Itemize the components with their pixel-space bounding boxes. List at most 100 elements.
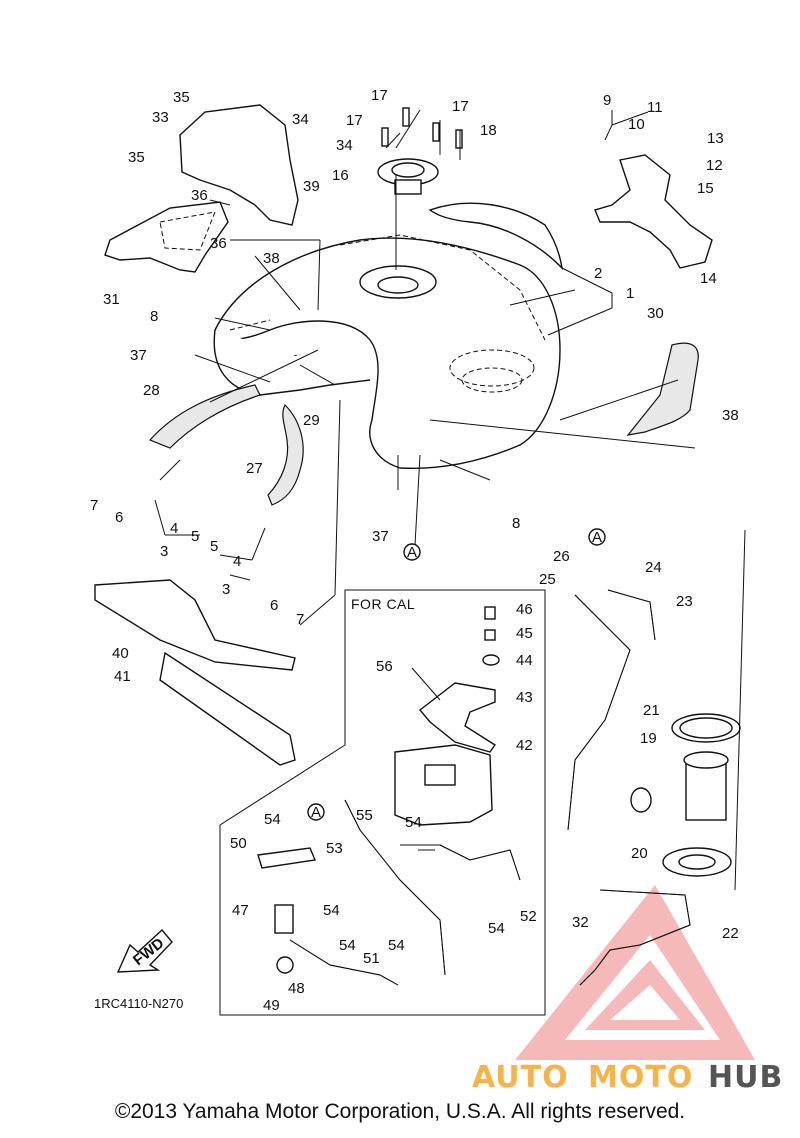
part-label-54-5: 54: [339, 937, 356, 954]
part-label-28: 28: [143, 382, 160, 399]
hose-23: [607, 589, 656, 641]
part-label-17: 17: [371, 87, 388, 104]
part-label-5: 5: [191, 528, 199, 545]
cap-bolts: [381, 107, 463, 149]
part-label-17-2: 17: [346, 112, 363, 129]
watermark-text: AUTO MOTO HUB: [472, 1060, 783, 1095]
ref-marker-a-3: A: [311, 804, 321, 821]
part-label-8-2: 8: [512, 515, 520, 532]
part-label-42: 42: [516, 737, 533, 754]
filler-cap: [377, 158, 439, 195]
ref-marker-a-2: A: [592, 529, 602, 546]
cal-inset: [219, 589, 546, 1016]
part-label-43: 43: [516, 689, 533, 706]
document-code: 1RC4110-N270: [94, 996, 184, 1011]
part-label-32: 32: [572, 914, 589, 931]
part-label-44: 44: [516, 652, 533, 669]
part-label-30: 30: [647, 305, 664, 322]
part-label-2: 2: [594, 265, 602, 282]
ref-marker-labels: A A A: [311, 529, 602, 821]
part-label-36-2: 36: [210, 235, 227, 252]
part-label-9: 9: [603, 92, 611, 109]
part-label-35-2: 35: [128, 149, 145, 166]
part-label-3-2: 3: [222, 581, 230, 598]
part-label-7: 7: [90, 497, 98, 514]
part-label-36: 36: [191, 187, 208, 204]
part-label-17-3: 17: [452, 98, 469, 115]
part-label-55: 55: [356, 807, 373, 824]
ref-markers: [307, 528, 606, 821]
part-label-48: 48: [288, 980, 305, 997]
part-label-24: 24: [645, 559, 662, 576]
part-label-47: 47: [232, 902, 249, 919]
part-label-33: 33: [152, 109, 169, 126]
hose-25: [567, 594, 631, 831]
part-label-54: 54: [264, 811, 281, 828]
part-label-29: 29: [303, 412, 320, 429]
part-label-5-2: 5: [210, 538, 218, 555]
inset-title: FOR CAL: [351, 596, 416, 612]
part-label-54-3: 54: [323, 902, 340, 919]
band-28: [148, 384, 261, 449]
part-label-20: 20: [631, 845, 648, 862]
part-label-15: 15: [697, 180, 714, 197]
part-label-11: 11: [647, 99, 663, 116]
part-label-54-6: 54: [388, 937, 405, 954]
part-label-27: 27: [246, 460, 263, 477]
part-label-3: 3: [160, 543, 168, 560]
leader-lines: [154, 109, 746, 891]
part-label-49: 49: [263, 997, 280, 1014]
part-label-1: 1: [626, 285, 634, 302]
part-label-14: 14: [700, 270, 717, 287]
part-label-54-2: 54: [405, 814, 422, 831]
part-label-39: 39: [303, 178, 320, 195]
part-label-12: 12: [706, 157, 723, 174]
cover-2: [428, 202, 564, 271]
part-label-19: 19: [640, 730, 657, 747]
side-cover-30: [626, 342, 699, 436]
cover-31: [104, 201, 229, 273]
part-label-46: 46: [516, 601, 533, 618]
part-label-21: 21: [643, 702, 660, 719]
watermark-moto: MOTO: [588, 1060, 693, 1095]
part-label-25: 25: [539, 571, 556, 588]
cover-33: [179, 104, 299, 226]
part-label-53: 53: [326, 840, 343, 857]
part-label-10: 10: [628, 116, 645, 133]
part-27: [267, 403, 304, 506]
watermark-logo: [515, 885, 755, 1060]
bracket-14: [594, 154, 713, 269]
part-label-52: 52: [520, 908, 537, 925]
watermark-hub: HUB: [708, 1060, 783, 1095]
part-number-labels: 1233445566778891011121314151617171718192…: [90, 87, 739, 1014]
watermark-auto: AUTO: [472, 1060, 569, 1095]
copyright-notice: ©2013 Yamaha Motor Corporation, U.S.A. A…: [114, 1100, 686, 1123]
part-label-50: 50: [230, 835, 247, 852]
part-label-51: 51: [363, 950, 380, 967]
part-label-4: 4: [170, 520, 178, 537]
part-label-26: 26: [553, 548, 570, 565]
part-label-37-2: 37: [372, 528, 389, 545]
fwd-arrow-icon: [116, 928, 173, 973]
part-label-4-2: 4: [233, 553, 241, 570]
pad-40: [94, 579, 296, 671]
part-label-38: 38: [263, 250, 280, 267]
ref-marker-a-1: A: [407, 544, 417, 561]
part-label-40: 40: [112, 645, 129, 662]
part-label-34-2: 34: [336, 137, 353, 154]
part-label-6: 6: [115, 509, 123, 526]
part-label-18: 18: [480, 122, 497, 139]
part-label-22: 22: [722, 925, 739, 942]
part-label-38-2: 38: [722, 407, 739, 424]
part-label-7-2: 7: [296, 611, 304, 628]
part-label-34: 34: [292, 111, 309, 128]
part-label-56: 56: [376, 658, 393, 675]
part-label-54-4: 54: [488, 920, 505, 937]
part-label-35: 35: [173, 89, 190, 106]
part-label-6-2: 6: [270, 597, 278, 614]
part-label-23: 23: [676, 593, 693, 610]
part-label-37: 37: [130, 347, 147, 364]
part-label-8: 8: [150, 308, 158, 325]
fuel-pump: [630, 713, 741, 877]
